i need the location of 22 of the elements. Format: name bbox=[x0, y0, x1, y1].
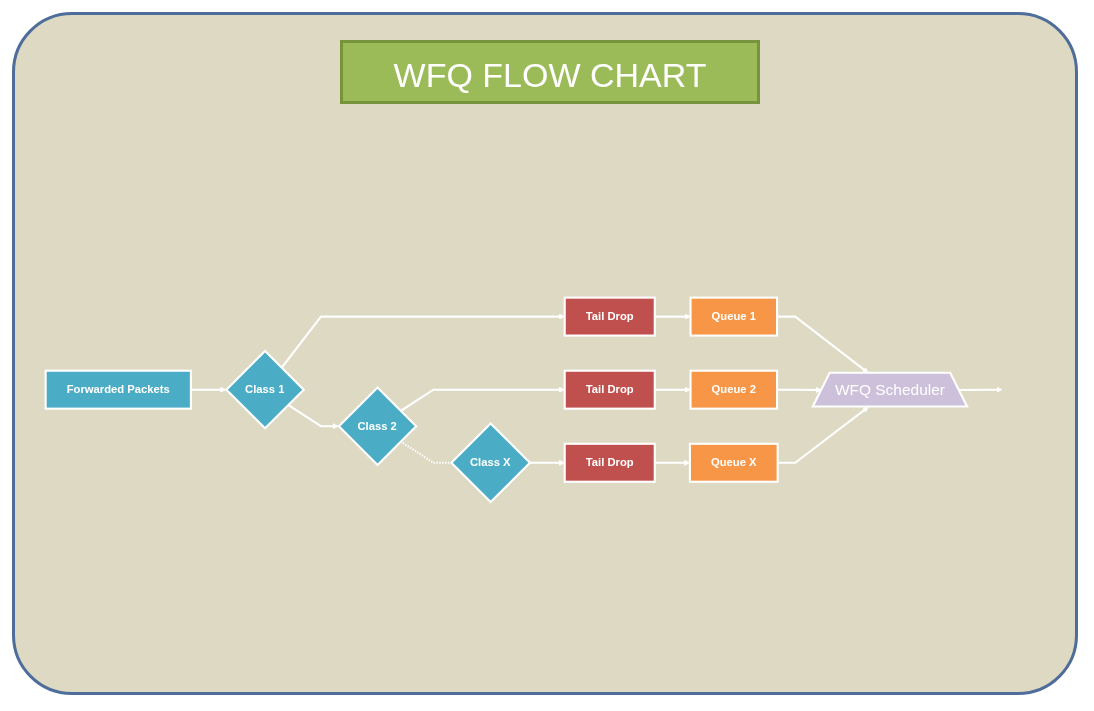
arrow bbox=[280, 313, 565, 369]
node-box: Tail Drop bbox=[563, 296, 656, 337]
node-diamond: Class X bbox=[449, 422, 532, 504]
node-box: Forwarded Packets bbox=[44, 369, 192, 410]
arrow bbox=[777, 406, 869, 464]
connector bbox=[400, 440, 451, 464]
node-box: Queue 1 bbox=[689, 296, 779, 337]
arrow bbox=[529, 459, 565, 466]
arrow bbox=[400, 386, 565, 413]
node-box: Queue X bbox=[688, 442, 779, 483]
arrow bbox=[958, 386, 1003, 393]
node-diamond: Class 2 bbox=[337, 386, 418, 467]
node-box: Queue 2 bbox=[689, 369, 779, 410]
title: WFQ FLOW CHART bbox=[340, 40, 760, 104]
arrow bbox=[654, 386, 691, 393]
node-box: Tail Drop bbox=[563, 442, 656, 483]
node-box: Tail Drop bbox=[563, 369, 656, 410]
node-diamond: Class 1 bbox=[224, 349, 306, 430]
arrow bbox=[190, 386, 227, 393]
arrow bbox=[287, 404, 339, 430]
arrow bbox=[654, 313, 691, 320]
arrow bbox=[777, 387, 822, 394]
